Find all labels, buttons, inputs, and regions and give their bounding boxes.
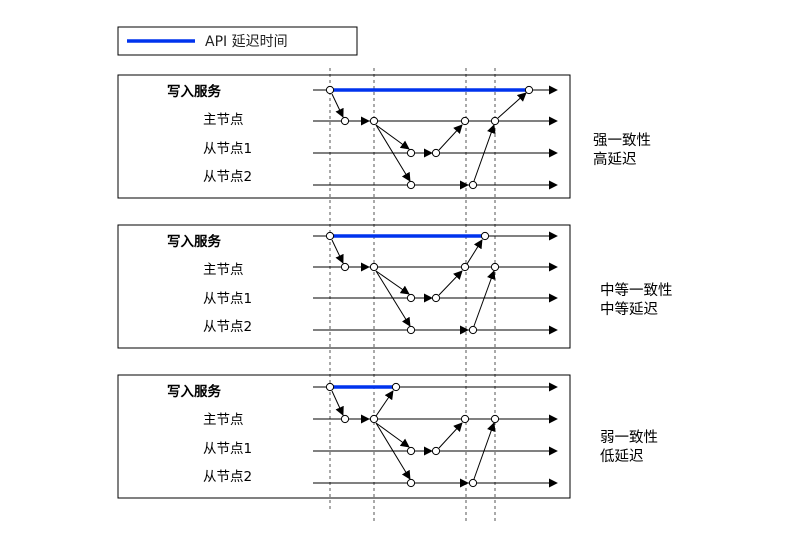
event-node xyxy=(468,180,478,190)
side-label-latency: 低延迟 xyxy=(600,448,644,465)
event-node xyxy=(468,325,478,335)
legend-label: API 延迟时间 xyxy=(205,34,288,50)
flow-arrow xyxy=(375,124,411,182)
event-node xyxy=(406,180,416,190)
event-node xyxy=(406,478,416,488)
flow-arrow xyxy=(497,92,527,119)
event-node xyxy=(460,262,470,272)
side-label-consistency: 中等一致性 xyxy=(600,281,673,299)
event-node xyxy=(406,148,416,158)
flow-arrow xyxy=(375,270,411,327)
legend: API 延迟时间 xyxy=(117,26,358,56)
flow-arrow xyxy=(375,124,410,150)
row-label-write-service: 写入服务 xyxy=(167,233,221,250)
event-node xyxy=(406,293,416,303)
flow-arrow xyxy=(331,93,344,118)
row-label-primary: 主节点 xyxy=(203,112,244,128)
side-label-latency: 中等延迟 xyxy=(600,300,658,318)
flow-arrow xyxy=(375,390,394,417)
row-label-replica-2: 从节点2 xyxy=(203,169,252,185)
side-label-consistency: 强一致性 xyxy=(593,132,651,149)
event-node xyxy=(468,478,478,488)
flow-arrow xyxy=(331,390,344,416)
flow-arrow xyxy=(438,270,463,296)
flow-arrow xyxy=(331,239,344,264)
row-label-primary: 主节点 xyxy=(203,262,244,278)
flow-arrow xyxy=(375,422,410,448)
panel-frame xyxy=(117,74,571,199)
row-label-replica-1: 从节点1 xyxy=(203,291,252,307)
panel-medium: 写入服务 主节点 从节点1 从节点2 中等一致性 中等延迟 xyxy=(117,224,673,349)
row-label-replica-1: 从节点1 xyxy=(203,141,252,157)
flow-arrow xyxy=(466,239,483,265)
event-node xyxy=(460,414,470,424)
side-label-latency: 高延迟 xyxy=(593,151,637,168)
row-label-primary: 主节点 xyxy=(203,412,244,428)
event-node xyxy=(406,446,416,456)
event-node xyxy=(325,85,335,95)
flow-arrow xyxy=(438,124,463,151)
time-guides xyxy=(329,68,496,522)
event-node xyxy=(369,262,379,272)
row-label-write-service: 写入服务 xyxy=(167,83,221,100)
panel-strong: 写入服务 主节点 从节点1 从节点2 强一致性 高延迟 xyxy=(117,74,651,199)
event-node xyxy=(490,116,500,126)
side-label-consistency: 弱一致性 xyxy=(600,429,658,446)
flow-arrow xyxy=(375,422,411,480)
panel-frame xyxy=(117,374,571,499)
flow-arrow xyxy=(473,270,496,327)
panel-frame xyxy=(117,224,571,349)
flow-arrow xyxy=(473,422,496,480)
row-label-replica-2: 从节点2 xyxy=(203,469,252,485)
flow-arrow xyxy=(375,270,410,295)
event-node xyxy=(325,231,335,241)
event-node xyxy=(490,414,500,424)
event-node xyxy=(369,414,379,424)
event-node xyxy=(480,231,490,241)
event-node xyxy=(340,116,350,126)
event-node xyxy=(524,85,534,95)
event-node xyxy=(431,148,441,158)
row-label-replica-1: 从节点1 xyxy=(203,441,252,457)
event-node xyxy=(340,262,350,272)
row-label-replica-2: 从节点2 xyxy=(203,319,252,335)
flow-arrow xyxy=(473,124,496,182)
event-node xyxy=(369,116,379,126)
event-node xyxy=(391,382,401,392)
event-node xyxy=(406,325,416,335)
panel-weak: 写入服务 主节点 从节点1 从节点2 弱一致性 低延迟 xyxy=(117,374,658,499)
event-node xyxy=(325,382,335,392)
event-node xyxy=(490,262,500,272)
event-node xyxy=(431,293,441,303)
event-node xyxy=(340,414,350,424)
event-node xyxy=(431,446,441,456)
flow-arrow xyxy=(438,422,463,449)
event-node xyxy=(460,116,470,126)
row-label-write-service: 写入服务 xyxy=(167,383,221,400)
